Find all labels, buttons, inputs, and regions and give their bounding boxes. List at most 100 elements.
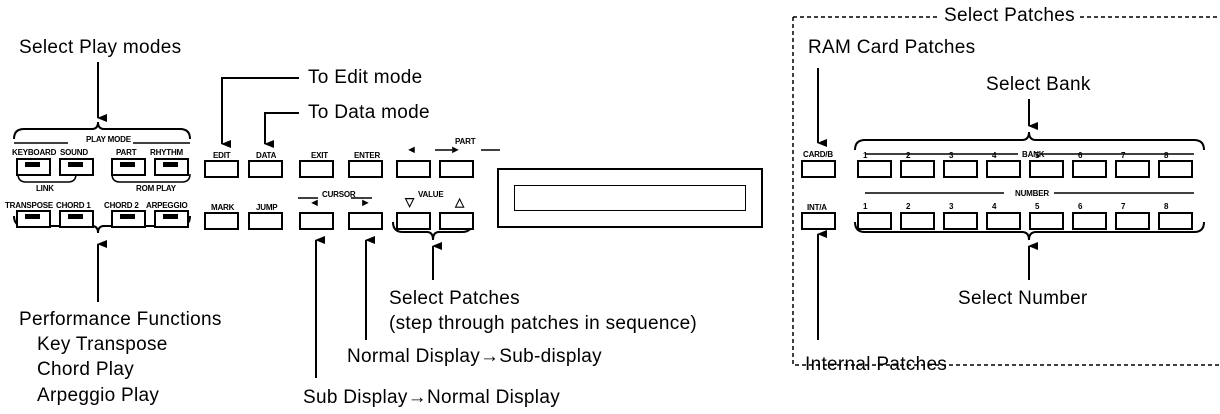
transpose-label: TRANSPOSE <box>5 201 53 210</box>
select-play-modes-label: Select Play modes <box>19 37 182 58</box>
bank-button[interactable] <box>943 160 978 178</box>
keyboard-button[interactable] <box>16 158 51 176</box>
part-right-button[interactable] <box>439 160 474 178</box>
value-down-button[interactable] <box>396 212 431 230</box>
transpose-button[interactable] <box>16 210 51 228</box>
part-label: PART <box>116 148 137 157</box>
bank-button[interactable] <box>900 160 935 178</box>
select-bank-label: Select Bank <box>986 74 1091 95</box>
number-bracket <box>854 221 1205 241</box>
lcd-display <box>497 168 763 228</box>
rhythm-button[interactable] <box>154 158 189 176</box>
number-button[interactable] <box>900 212 935 230</box>
number-number-label: 1 <box>863 202 868 211</box>
sound-button[interactable] <box>59 158 94 176</box>
key-transpose-label: Key Transpose <box>37 334 168 355</box>
rhythm-label: RHYTHM <box>150 148 184 157</box>
to-edit-mode-label: To Edit mode <box>308 67 423 88</box>
mark-label: MARK <box>211 203 235 212</box>
value-down-icon: ▽ <box>405 195 415 209</box>
select-patches-step-label: Select Patches <box>389 288 520 309</box>
chord1-label: CHORD 1 <box>56 201 91 210</box>
number-number-label: 5 <box>1035 202 1040 211</box>
sub-to-normal-label: Sub Display→Normal Display <box>303 387 560 408</box>
part-section-label: PART <box>455 137 476 146</box>
chord-play-label: Chord Play <box>37 359 134 380</box>
cursor-left-button[interactable] <box>299 212 334 230</box>
part-left-icon: ◄ <box>406 144 417 156</box>
int-a-label: INT/A <box>807 203 827 212</box>
number-label: NUMBER <box>1015 189 1049 198</box>
bank-number-label: 1 <box>863 151 868 160</box>
link-label: LINK <box>36 184 54 193</box>
bank-button[interactable] <box>857 160 892 178</box>
exit-label: EXIT <box>311 151 328 160</box>
number-number-label: 7 <box>1121 202 1126 211</box>
number-number-label: 3 <box>949 202 954 211</box>
normal-to-sub-label: Normal Display→Sub-display <box>347 346 602 367</box>
card-b-label: CARD/B <box>803 150 833 159</box>
data-arrow <box>264 112 299 148</box>
part-right-icon: ► <box>450 144 461 156</box>
edit-arrow <box>221 77 299 148</box>
int-a-button[interactable] <box>801 212 836 230</box>
bank-number-label: 8 <box>1164 151 1169 160</box>
edit-label: EDIT <box>213 151 231 160</box>
performance-functions-label: Performance Functions <box>19 309 222 330</box>
number-number-label: 8 <box>1164 202 1169 211</box>
number-button[interactable] <box>1072 212 1107 230</box>
bank-number-label: 5 <box>1035 151 1040 160</box>
bank-button[interactable] <box>986 160 1021 178</box>
value-up-button[interactable] <box>439 212 474 230</box>
cursor-right-icon: ► <box>360 197 371 209</box>
number-button[interactable] <box>857 212 892 230</box>
jump-label: JUMP <box>256 203 278 212</box>
jump-button[interactable] <box>248 212 283 230</box>
cursor-right-button[interactable] <box>348 212 383 230</box>
bank-number-label: 6 <box>1078 151 1083 160</box>
edit-button[interactable] <box>204 160 239 178</box>
sound-label: SOUND <box>60 148 88 157</box>
mark-button[interactable] <box>204 212 239 230</box>
value-bracket <box>392 221 473 241</box>
keyboard-label: KEYBOARD <box>12 148 57 157</box>
value-up-icon: △ <box>455 195 465 209</box>
rom-play-bracket <box>111 173 191 183</box>
select-patches-header: Select Patches <box>940 5 1079 27</box>
number-button[interactable] <box>943 212 978 230</box>
chord2-label: CHORD 2 <box>104 201 139 210</box>
bank-button[interactable] <box>1072 160 1107 178</box>
part-button[interactable] <box>111 158 146 176</box>
play-mode-bracket <box>13 121 191 140</box>
number-number-label: 2 <box>906 202 911 211</box>
number-button[interactable] <box>1115 212 1150 230</box>
value-label: VALUE <box>418 190 444 199</box>
bank-button[interactable] <box>1158 160 1193 178</box>
internal-patches-label: Internal Patches <box>805 354 948 375</box>
chord1-button[interactable] <box>59 210 94 228</box>
cursor-label: CURSOR <box>322 190 356 199</box>
chord2-button[interactable] <box>111 210 146 228</box>
card-b-button[interactable] <box>801 160 836 178</box>
bank-number-label: 7 <box>1121 151 1126 160</box>
link-bracket <box>17 173 77 183</box>
enter-button[interactable] <box>348 160 383 178</box>
bank-number-label: 4 <box>992 151 997 160</box>
number-button[interactable] <box>986 212 1021 230</box>
exit-button[interactable] <box>299 160 334 178</box>
part-left-button[interactable] <box>396 160 431 178</box>
select-patches-frame <box>792 16 1220 366</box>
data-button[interactable] <box>248 160 283 178</box>
number-number-label: 4 <box>992 202 997 211</box>
ram-card-patches-label: RAM Card Patches <box>808 37 976 58</box>
arpeggio-play-label: Arpeggio Play <box>37 385 160 406</box>
bank-number-label: 2 <box>906 151 911 160</box>
number-number-label: 6 <box>1078 202 1083 211</box>
bank-button[interactable] <box>1029 160 1064 178</box>
arpeggio-button[interactable] <box>154 210 189 228</box>
bank-button[interactable] <box>1115 160 1150 178</box>
bank-number-label: 3 <box>949 151 954 160</box>
number-button[interactable] <box>1158 212 1193 230</box>
number-button[interactable] <box>1029 212 1064 230</box>
